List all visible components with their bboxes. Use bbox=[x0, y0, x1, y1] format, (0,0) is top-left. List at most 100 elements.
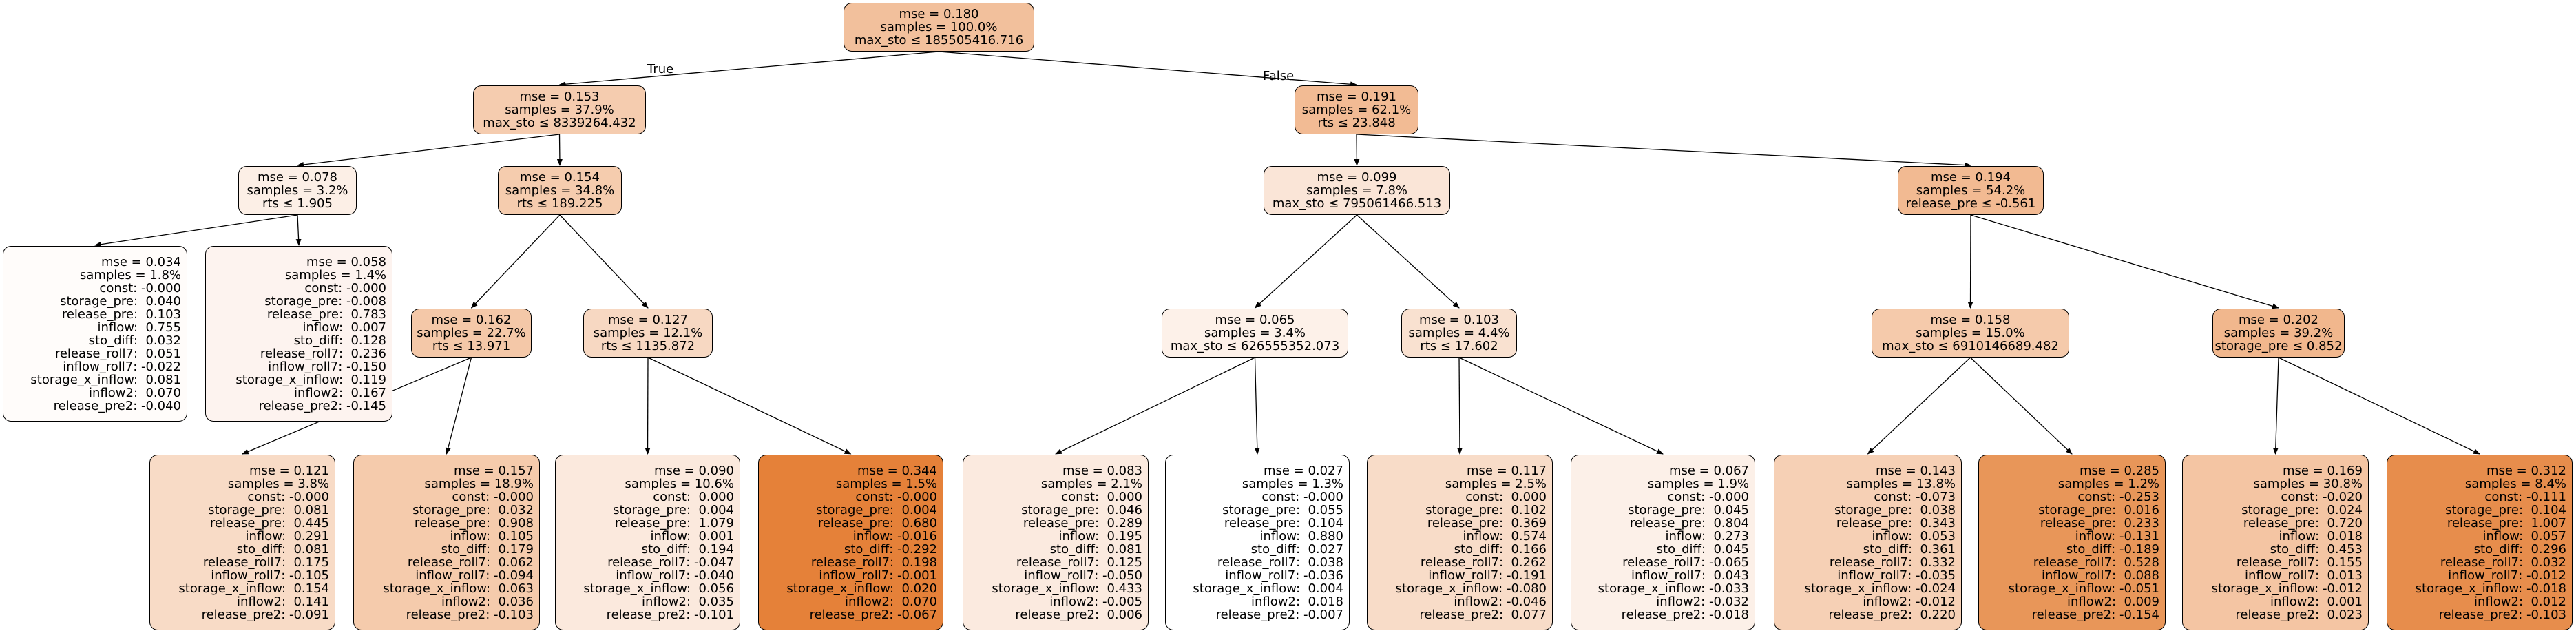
node-line: mse = 0.121 bbox=[249, 463, 329, 478]
node-line: const: 0.000 bbox=[653, 489, 734, 504]
node-line: inflow_roll7: -0.150 bbox=[268, 359, 386, 374]
tree-edge bbox=[2278, 357, 2480, 455]
node-line: mse = 0.058 bbox=[306, 254, 386, 269]
node-line: rts ≤ 189.225 bbox=[516, 196, 603, 211]
node-line: release_pre: 0.343 bbox=[1836, 515, 1956, 530]
node-line: samples = 62.1% bbox=[1301, 103, 1412, 117]
node-line: max_sto ≤ 185505416.716 bbox=[854, 33, 1024, 48]
node-line: samples = 2.1% bbox=[1040, 476, 1142, 491]
node-line: const: -0.000 bbox=[452, 489, 534, 504]
node-line: inflow2: 0.167 bbox=[294, 385, 386, 400]
node-line: inflow: 0.880 bbox=[1259, 528, 1343, 544]
node-line: const: -0.073 bbox=[1874, 489, 1956, 504]
node-line: inflow: -0.131 bbox=[2075, 528, 2159, 544]
node-line: samples = 15.0% bbox=[1916, 326, 2025, 340]
node-line: storage_x_inflow: -0.012 bbox=[2211, 581, 2363, 596]
node-line: const: -0.000 bbox=[855, 489, 937, 504]
node-line: samples = 3.4% bbox=[1204, 326, 1306, 340]
node-line: const: 0.000 bbox=[1465, 489, 1547, 504]
node-line: sto_diff: 0.032 bbox=[88, 333, 181, 348]
tree-edge bbox=[1357, 214, 1460, 309]
node-line: inflow: -0.016 bbox=[852, 528, 937, 544]
node-line: const: 0.000 bbox=[1061, 489, 1142, 504]
node-line: sto_diff: 0.081 bbox=[236, 541, 329, 557]
node-line: mse = 0.127 bbox=[607, 313, 689, 327]
node-line: mse = 0.180 bbox=[899, 7, 979, 21]
node-line: sto_diff: 0.296 bbox=[2473, 541, 2566, 557]
node-line: release_pre2: -0.091 bbox=[201, 607, 329, 622]
node-line: release_roll7: 0.125 bbox=[1016, 555, 1142, 570]
node-line: samples = 54.2% bbox=[1916, 183, 2026, 198]
node-line: release_pre: 0.103 bbox=[61, 307, 181, 322]
node-line: storage_x_inflow: 0.433 bbox=[992, 581, 1142, 596]
node-line: release_roll7: 0.198 bbox=[810, 555, 937, 570]
node-line: sto_diff: 0.194 bbox=[641, 541, 734, 557]
node-line: storage_pre: 0.032 bbox=[412, 502, 534, 517]
node-line: release_pre2: -0.145 bbox=[258, 398, 386, 413]
node-line: samples = 8.4% bbox=[2464, 476, 2566, 491]
tree-edge bbox=[647, 357, 852, 455]
node-line: inflow: 0.018 bbox=[2279, 528, 2363, 544]
node-line: inflow_roll7: -0.001 bbox=[819, 568, 937, 583]
node-line: release_roll7: 0.032 bbox=[2440, 555, 2566, 570]
node-line: const: -0.020 bbox=[2281, 489, 2363, 504]
node-line: release_pre ≤ -0.561 bbox=[1905, 196, 2036, 211]
node-line: inflow2: 0.009 bbox=[2067, 594, 2159, 609]
node-line: storage_pre ≤ 0.852 bbox=[2214, 339, 2343, 353]
tree-edge bbox=[2272, 357, 2279, 455]
tree-edge bbox=[645, 357, 651, 455]
node-line: release_pre2: -0.154 bbox=[2031, 607, 2159, 622]
node-line: samples = 1.3% bbox=[1242, 476, 1343, 491]
tree-edge bbox=[297, 134, 560, 167]
node-line: inflow2: 0.001 bbox=[2270, 594, 2363, 609]
node-line: const: -0.000 bbox=[1261, 489, 1343, 504]
node-line: release_pre: 0.720 bbox=[2243, 515, 2363, 530]
node-line: samples = 12.1% bbox=[593, 326, 703, 340]
node-line: samples = 30.8% bbox=[2253, 476, 2363, 491]
node-line: inflow_roll7: -0.191 bbox=[1428, 568, 1547, 583]
node-line: inflow_roll7: 0.043 bbox=[1631, 568, 1749, 583]
node-line: rts ≤ 23.848 bbox=[1317, 116, 1396, 130]
tree-edge bbox=[556, 134, 563, 166]
node-line: storage_x_inflow: 0.056 bbox=[583, 581, 734, 596]
node-line: inflow2: 0.012 bbox=[2474, 594, 2566, 609]
node-line: mse = 0.312 bbox=[2486, 463, 2566, 478]
node-line: samples = 18.9% bbox=[424, 476, 534, 491]
node-line: samples = 7.8% bbox=[1306, 183, 1408, 198]
node-line: storage_x_inflow: -0.080 bbox=[1395, 581, 1547, 596]
node-line: release_pre: 1.007 bbox=[2447, 515, 2566, 530]
node-line: sto_diff: -0.189 bbox=[2066, 541, 2159, 557]
node-line: const: -0.000 bbox=[247, 489, 329, 504]
node-line: samples = 1.8% bbox=[79, 267, 181, 282]
node-line: sto_diff: 0.361 bbox=[1863, 541, 1956, 557]
node-line: sto_diff: 0.453 bbox=[2270, 541, 2363, 557]
node-line: sto_diff: 0.027 bbox=[1250, 541, 1343, 557]
tree-edge bbox=[559, 214, 649, 309]
node-line: release_pre2: -0.067 bbox=[809, 607, 937, 622]
node-line: sto_diff: 0.128 bbox=[293, 333, 386, 348]
node-line: rts ≤ 1.905 bbox=[262, 196, 333, 211]
node-line: samples = 3.8% bbox=[227, 476, 329, 491]
node-line: release_roll7: 0.175 bbox=[202, 555, 329, 570]
node-line: inflow: 0.195 bbox=[1058, 528, 1142, 544]
node-line: mse = 0.285 bbox=[2079, 463, 2159, 478]
node-line: inflow: 0.273 bbox=[1665, 528, 1749, 544]
node-line: storage_x_inflow: -0.051 bbox=[2008, 581, 2159, 596]
node-line: inflow2: -0.005 bbox=[1049, 594, 1142, 609]
node-line: release_pre2: -0.101 bbox=[606, 607, 734, 622]
node-line: samples = 22.7% bbox=[417, 326, 526, 340]
